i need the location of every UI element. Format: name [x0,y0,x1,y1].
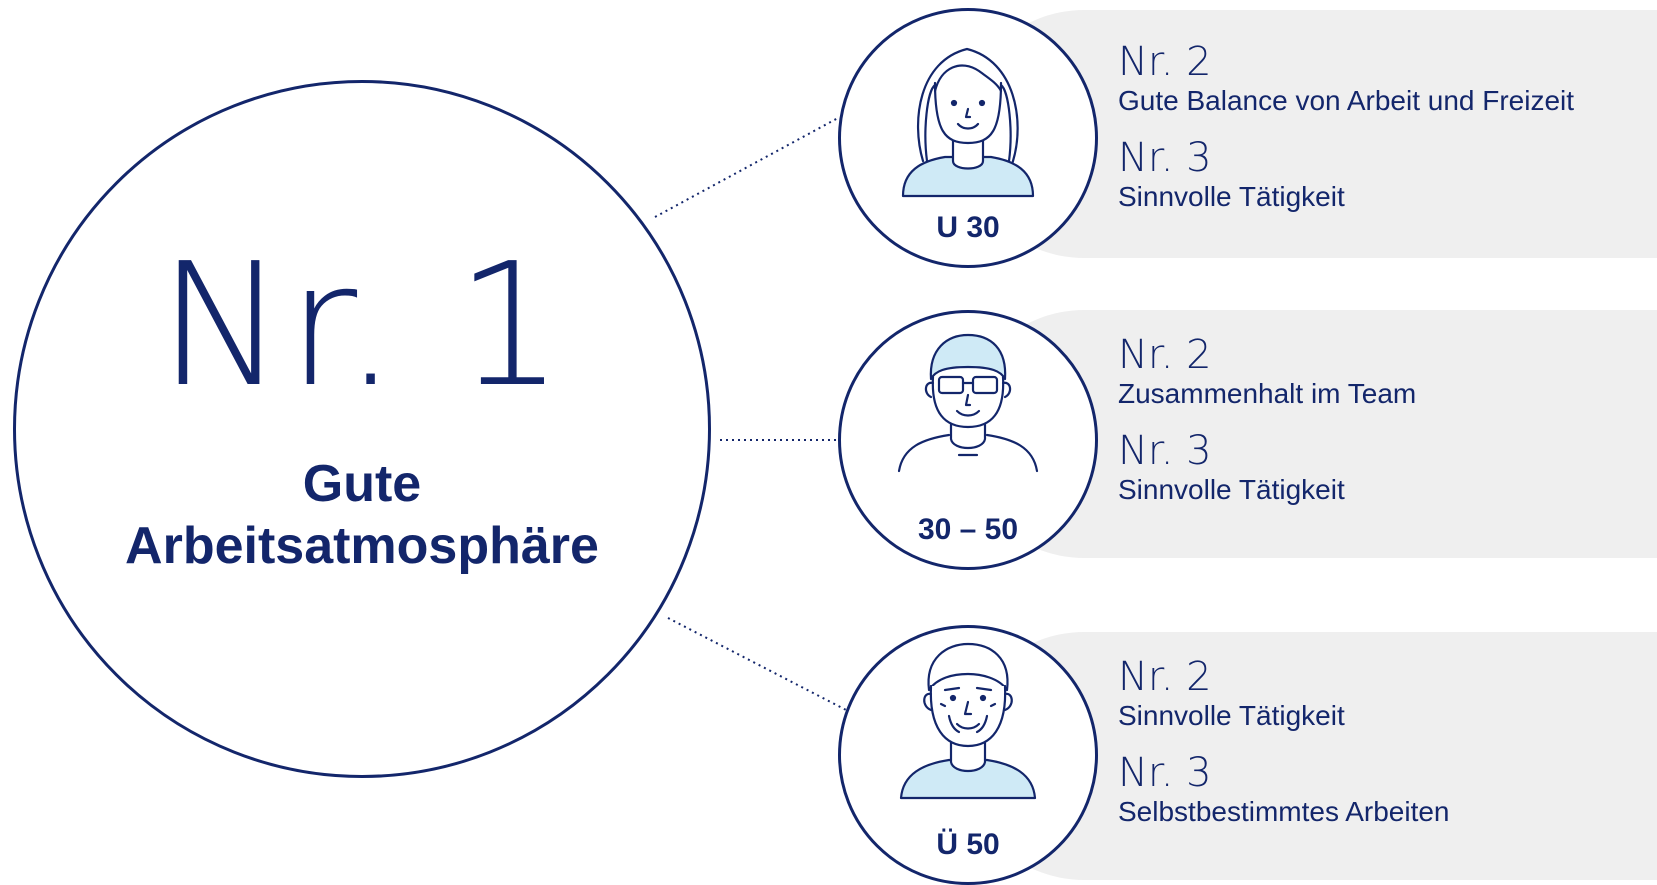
main-title-line1: Gute [302,455,422,513]
group-info-30-50: Nr. 2 Zusammenhalt im Team Nr. 3 Sinnvol… [1118,333,1416,507]
rank-2: Nr. 2 [1118,654,1212,700]
age-label-u30: U 30 [936,211,1000,244]
group-info-u30: Nr. 2 Gute Balance von Arbeit und Freize… [1118,40,1574,214]
main-title: Gute Arbeitsatmosphäre [16,453,708,577]
item-label: Gute Balance von Arbeit und Freizeit [1118,85,1575,116]
rank-2: Nr. 2 [1118,39,1212,85]
rank-2: Nr. 2 [1118,332,1212,378]
item-label: Sinnvolle Tätigkeit [1118,700,1345,731]
item-label: Selbstbestimmtes Arbeiten [1118,796,1450,827]
item-label: Sinnvolle Tätigkeit [1118,474,1345,505]
age-label-30-50: 30 – 50 [917,513,1019,546]
rank-3: Nr. 3 [1118,135,1212,181]
main-rank: Nr. 1 [158,227,566,425]
main-title-line2: Arbeitsatmosphäre [125,517,599,575]
main-circle: Nr. 1 Gute Arbeitsatmosphäre [13,80,711,778]
avatar-circle-30-50: 30 – 50 [838,310,1098,570]
item-label: Sinnvolle Tätigkeit [1118,181,1345,212]
age-label-u50: Ü 50 [936,828,1000,861]
connector-u50 [667,617,851,713]
group-info-u50: Nr. 2 Sinnvolle Tätigkeit Nr. 3 Selbstbe… [1118,655,1450,829]
avatar-circle-u50: Ü 50 [838,625,1098,885]
middle-aged-man-with-glasses-icon [897,333,1039,473]
avatar-circle-u30: U 30 [838,8,1098,268]
older-man-icon [899,642,1037,800]
item-label: Zusammenhalt im Team [1118,378,1417,409]
rank-3: Nr. 3 [1118,428,1212,474]
young-woman-icon [901,47,1035,198]
connector-u30 [654,117,839,218]
rank-3: Nr. 3 [1118,750,1212,796]
